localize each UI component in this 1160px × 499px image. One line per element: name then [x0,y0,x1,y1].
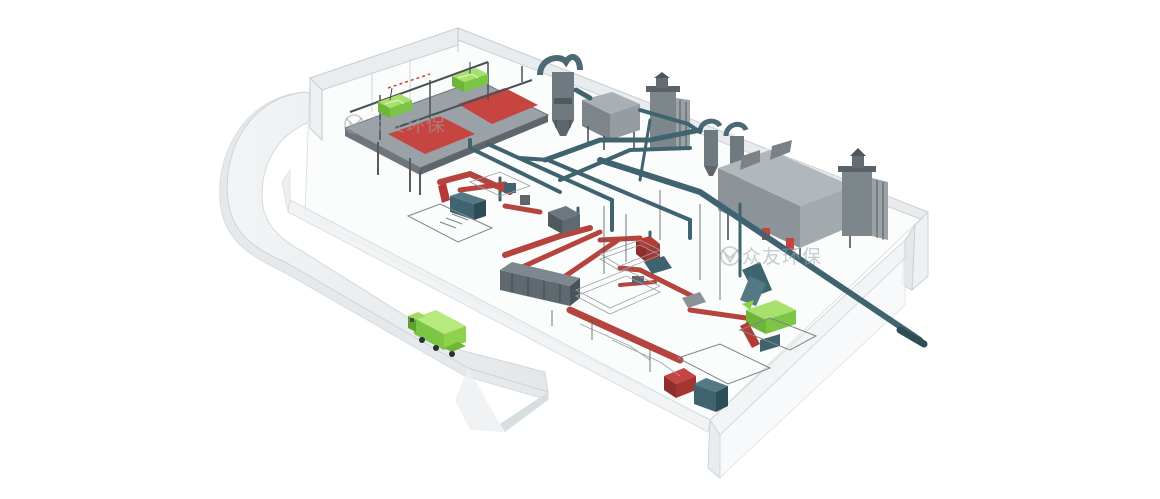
waste-pit-left [388,116,475,154]
exhaust-tower-right [838,148,888,240]
access-road [219,91,549,432]
cyclone-separator [537,54,583,136]
watermark-right: 众友环保 [720,246,822,268]
overhead-crane-left [378,87,412,118]
support-rods [551,190,721,372]
platform-railings [468,171,681,377]
zhongyou-logo-icon [720,246,740,266]
garbage-truck [408,310,466,357]
overhead-crane-right [452,62,488,92]
large-dust-collector [718,140,852,262]
watermark-center: 众友环保 [344,114,446,136]
access-door-right [786,238,794,250]
duct-network [468,87,923,343]
watermark-text: 众友环保 [366,114,446,136]
floor-markings [406,203,818,385]
waste-pit-right [458,88,538,124]
crane-warning-strip [387,73,431,89]
exhaust-outlet-pipe [896,326,928,348]
receiving-bay [343,61,550,195]
sorting-machines [438,183,796,412]
watermark-text: 众友环保 [742,246,822,268]
zhongyou-logo-icon [344,114,364,134]
